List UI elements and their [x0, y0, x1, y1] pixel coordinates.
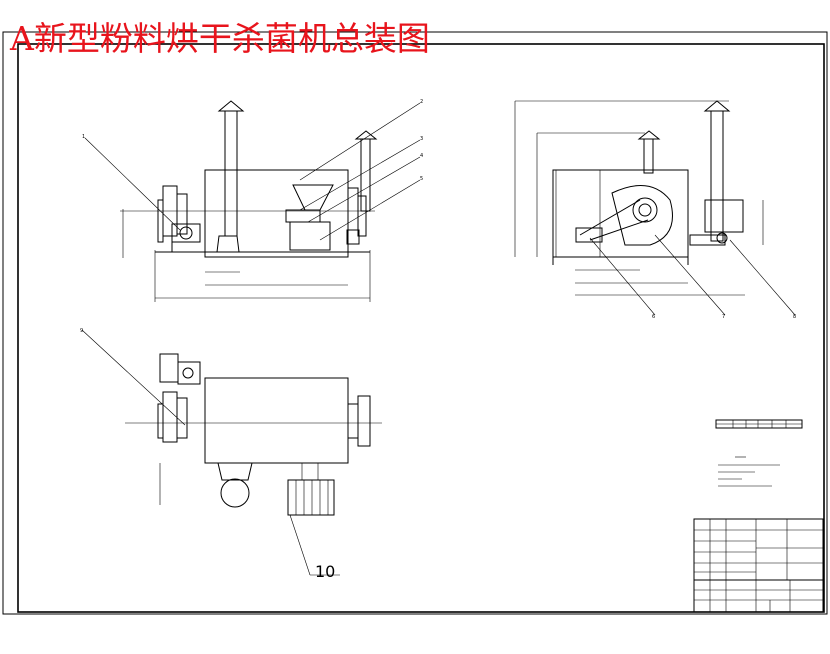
callout-7: 7	[722, 314, 725, 320]
top-view	[81, 329, 382, 576]
callout-2: 2	[420, 99, 423, 105]
side-view	[514, 100, 796, 316]
callout-10: 10	[315, 562, 335, 581]
front-view	[84, 100, 421, 302]
drawing-title: A新型粉料烘干杀菌机总装图	[9, 19, 430, 58]
callout-1: 1	[82, 134, 85, 140]
inner-border	[17, 43, 825, 613]
title-block	[693, 518, 824, 613]
callout-9: 9	[80, 328, 83, 334]
parameter-table	[715, 419, 803, 429]
callout-6: 6	[652, 314, 655, 320]
callout-5: 5	[420, 176, 423, 182]
callout-8: 8	[793, 314, 796, 320]
callout-4: 4	[420, 153, 423, 159]
technical-notes	[718, 456, 780, 487]
outer-border	[2, 31, 828, 615]
callout-3: 3	[420, 136, 423, 142]
